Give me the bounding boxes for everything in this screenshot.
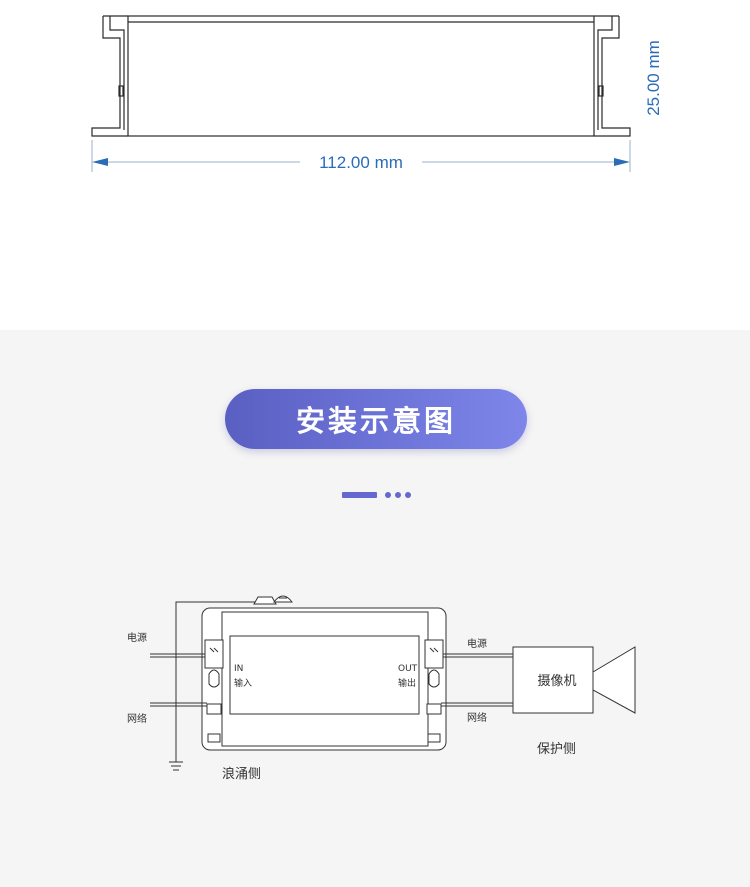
title-divider-dot bbox=[395, 492, 401, 498]
device-side-view bbox=[91, 15, 631, 137]
camera-icon bbox=[512, 646, 636, 714]
arrow-right-icon bbox=[614, 158, 630, 166]
installation-diagram: 电源 网络 IN 输入 OUT 输出 电源 网络 摄像机 浪涌侧 保护侧 bbox=[127, 595, 636, 782]
out-label-cn: 输出 bbox=[398, 677, 416, 689]
width-dimension: 112.00 mm bbox=[91, 140, 631, 172]
section-title: 安装示意图 bbox=[225, 389, 527, 449]
right-network-label: 网络 bbox=[467, 711, 487, 724]
width-label: 112.00 mm bbox=[319, 153, 403, 172]
height-label: 25.00 mm bbox=[644, 40, 663, 116]
left-power-label: 电源 bbox=[127, 631, 147, 644]
input-connector bbox=[204, 639, 224, 743]
protect-side-label: 保护侧 bbox=[537, 742, 576, 757]
arrow-left-icon bbox=[92, 158, 108, 166]
output-connector bbox=[424, 639, 444, 743]
title-divider-dot bbox=[385, 492, 391, 498]
left-network-label: 网络 bbox=[127, 712, 147, 725]
title-divider-dot bbox=[405, 492, 411, 498]
ground-screw-icon bbox=[253, 595, 294, 605]
output-wires bbox=[441, 653, 513, 707]
title-divider-bar bbox=[342, 492, 377, 498]
in-label-en: IN bbox=[234, 664, 243, 674]
camera-label: 摄像机 bbox=[537, 674, 576, 689]
dimension-drawing-panel bbox=[0, 0, 750, 330]
input-wires bbox=[150, 653, 207, 707]
protector-box bbox=[201, 607, 447, 751]
ground-icon bbox=[169, 761, 183, 771]
in-label-cn: 输入 bbox=[234, 677, 252, 689]
right-power-label: 电源 bbox=[467, 637, 487, 650]
out-label-en: OUT bbox=[398, 664, 418, 674]
surge-side-label: 浪涌侧 bbox=[222, 767, 261, 782]
ground-wire bbox=[175, 601, 258, 762]
